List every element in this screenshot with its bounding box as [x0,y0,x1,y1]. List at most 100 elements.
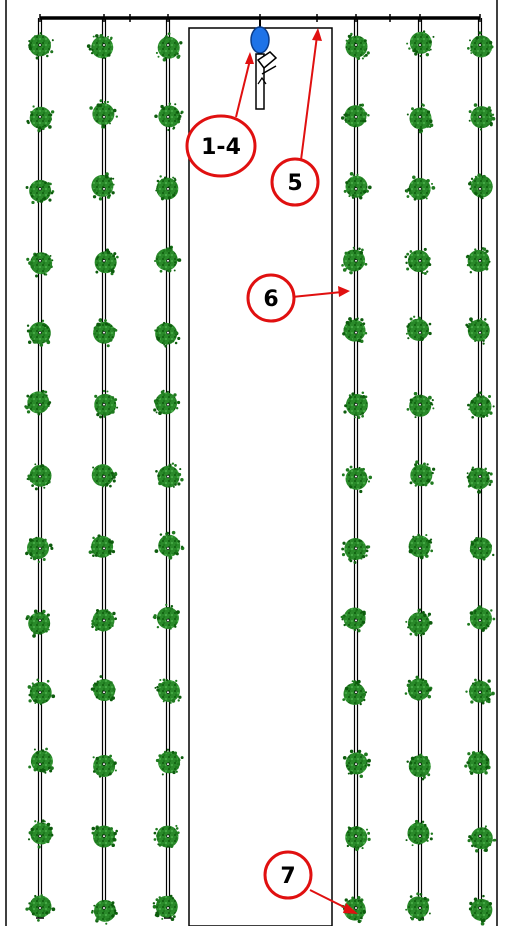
plant-speckle [423,247,427,251]
plant-speckle [35,270,38,273]
plant-icon [409,460,436,487]
plant-speckle [161,917,164,920]
emitter [102,834,106,838]
plant-speckle [172,176,175,179]
plant-speckle [108,538,111,541]
drip-row-1 [24,18,56,922]
plant-speckle [364,838,366,841]
plant-speckle [168,826,172,829]
plant-speckle [363,48,367,52]
plant-speckle [37,560,40,563]
plant-speckle [361,395,366,399]
plant-speckle [351,896,355,900]
plant-speckle [152,615,156,619]
plant-speckle [427,773,431,777]
plant-speckle [480,195,484,199]
plant-speckle [101,844,104,847]
plant-speckle [465,690,468,693]
plant-speckle [354,416,356,419]
plant-speckle [412,411,416,414]
plant-speckle [406,195,410,198]
emitter [102,331,106,335]
plant-speckle [426,124,430,128]
plant-speckle [175,770,178,773]
plant-speckle [153,838,157,841]
plant-icon [152,894,178,921]
plant-speckle [473,103,478,107]
plant-speckle [429,837,433,841]
plant-speckle [426,121,431,125]
plant-speckle [367,763,371,767]
plant-speckle [427,395,432,400]
plant-speckle [93,332,97,336]
plant-speckle [487,52,490,55]
plant-speckle [492,405,495,408]
plant-speckle [409,191,413,194]
emitter [166,115,170,119]
callout-1-4: 1-4 [185,52,257,178]
drip-row-4 [340,18,373,924]
emitter [418,402,422,407]
emitter [166,259,170,263]
plant-speckle [430,119,433,122]
emitter [354,474,358,479]
plant-speckle [176,55,180,59]
plant-speckle [30,616,33,619]
plant-speckle [156,179,160,183]
plant-speckle [416,841,419,844]
plant-speckle [349,771,354,775]
plant-speckle [486,477,490,481]
plant-icon [92,754,117,778]
plant-speckle [169,55,172,59]
plant-speckle [30,47,32,50]
plant-speckle [104,174,109,179]
plant-speckle [92,50,95,53]
plant-speckle [161,178,164,181]
plant-speckle [33,35,37,38]
plant-speckle [98,319,102,322]
plant-speckle [358,267,361,270]
plant-speckle [469,548,474,553]
plant-speckle [158,544,161,547]
plant-speckle [432,407,435,410]
plant-icon [405,892,431,922]
plant-speckle [111,624,114,627]
plant-speckle [106,248,109,251]
plant-speckle [155,469,158,473]
plant-speckle [156,625,160,629]
plant-speckle [91,619,94,623]
plant-canopy [467,467,490,490]
plant-speckle [176,119,181,124]
plant-speckle [423,823,427,827]
plant-icon [155,32,183,62]
plant-speckle [45,747,48,751]
plant-speckle [95,270,99,274]
plant-speckle [342,541,346,545]
plant-speckle [155,411,158,414]
plant-rows [24,18,497,926]
plant-speckle [32,105,35,108]
plant-speckle [431,467,436,471]
plant-speckle [163,36,167,40]
plant-speckle [408,47,411,50]
plant-speckle [31,836,35,840]
plant-speckle [156,833,160,838]
plant-speckle [421,103,424,106]
plant-speckle [92,770,96,773]
plant-speckle [111,477,114,480]
plant-canopy [92,103,115,126]
emitter [478,618,482,622]
plant-speckle [111,111,114,115]
plant-speckle [101,394,105,398]
plant-speckle [356,173,359,176]
plant-speckle [44,538,47,542]
plant-speckle [365,549,369,553]
plant-speckle [45,911,49,915]
plant-speckle [470,49,473,52]
plant-icon [404,175,436,201]
plant-speckle [25,405,29,410]
emitter [418,474,422,479]
plant-canopy [155,392,178,415]
plant-speckle [351,680,354,683]
plant-speckle [364,331,368,335]
